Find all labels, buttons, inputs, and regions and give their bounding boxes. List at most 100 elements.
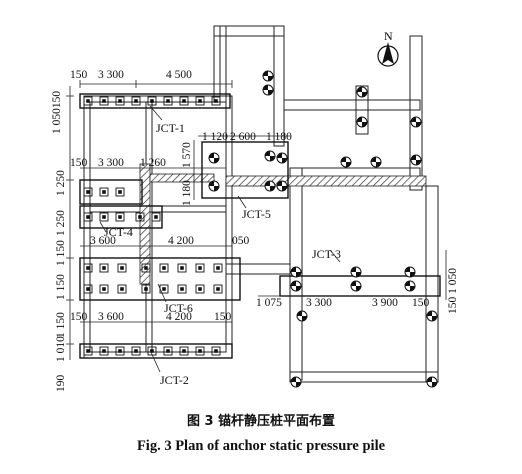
pile-marker	[177, 284, 187, 294]
jct2-label: JCT-2	[160, 373, 189, 387]
dim-text: 150 1 050	[447, 268, 459, 314]
dim-text: 1 150	[55, 274, 67, 300]
pile-core	[180, 287, 184, 291]
pile-marker	[213, 263, 223, 273]
pile-marker	[115, 346, 125, 356]
dim-text: 3 900	[372, 297, 398, 309]
pile-marker	[99, 346, 109, 356]
pile-circle-fill	[209, 153, 219, 163]
pile-core	[102, 215, 106, 219]
jct6-cap	[79, 257, 241, 301]
pile-caps	[79, 93, 441, 359]
dim-text: 150	[70, 157, 88, 169]
pile-marker	[147, 96, 157, 106]
dim-text: 4 200	[168, 235, 194, 247]
pile-markers	[83, 70, 438, 388]
dim-text: 2 600	[230, 131, 256, 143]
pile-core	[102, 287, 106, 291]
pile-marker	[179, 346, 189, 356]
pile-core	[198, 99, 202, 103]
pile-marker	[179, 96, 189, 106]
pile-circle-fill	[357, 117, 367, 127]
pile-marker	[99, 212, 109, 222]
pile-core	[216, 266, 220, 270]
pile-marker	[115, 187, 125, 197]
pile-circle-fill	[411, 117, 421, 127]
pile-circle-fill	[341, 157, 351, 167]
pile-marker	[117, 284, 127, 294]
pile-core	[182, 349, 186, 353]
pile-circle-fill	[357, 87, 367, 97]
dim-text: 150	[214, 311, 232, 323]
pile-marker	[213, 284, 223, 294]
pile-marker	[195, 284, 205, 294]
pile-circle-fill	[291, 377, 301, 387]
pile-marker	[115, 212, 125, 222]
dimension-texts: 150 3 300 4 500 1 050150 1 120 2 600 1 1…	[51, 69, 459, 392]
pile-core	[166, 99, 170, 103]
pile-core	[102, 349, 106, 353]
pile-core	[144, 266, 148, 270]
pile-marker	[117, 263, 127, 273]
pile-marker	[163, 346, 173, 356]
pile-circle-fill	[291, 281, 301, 291]
pile-core	[102, 266, 106, 270]
pile-circle-fill	[427, 311, 437, 321]
pile-marker	[83, 96, 93, 106]
pile-circle-fill	[277, 181, 287, 191]
pile-marker	[141, 284, 151, 294]
pile-marker	[83, 346, 93, 356]
pile-circle-fill	[405, 267, 415, 277]
dim-text: 1 180	[181, 180, 193, 206]
pile-circle-fill	[277, 153, 287, 163]
pile-core	[144, 287, 148, 291]
pile-circle-fill	[411, 155, 421, 165]
pile-marker	[211, 346, 221, 356]
pile-circle-fill	[265, 181, 275, 191]
pile-core	[154, 215, 158, 219]
north-label: N	[384, 29, 393, 43]
pile-marker	[211, 96, 221, 106]
dim-text: 3 600	[98, 311, 124, 323]
dim-text: 1 075	[256, 297, 282, 309]
pile-marker	[131, 96, 141, 106]
pile-circle-fill	[297, 311, 307, 321]
pile-core	[134, 99, 138, 103]
pile-core	[86, 190, 90, 194]
jct1-label: JCT-1	[156, 121, 185, 135]
dim-text: 1 120	[202, 131, 228, 143]
pile-marker	[99, 96, 109, 106]
pile-marker	[135, 212, 145, 222]
dim-text: 050	[232, 235, 250, 247]
pile-marker	[99, 187, 109, 197]
pile-core	[120, 266, 124, 270]
pile-circle-fill	[405, 281, 415, 291]
pile-core	[86, 349, 90, 353]
jct-labels: JCT-1 JCT-4 JCT-5 JCT-6 JCT-2 JCT-3	[104, 121, 341, 387]
pile-marker	[83, 212, 93, 222]
dim-text: 1 260	[140, 157, 166, 169]
pile-core	[150, 99, 154, 103]
leader-lines	[99, 105, 341, 373]
dim-text: 150	[412, 297, 430, 309]
pile-marker	[83, 263, 93, 273]
pile-core	[86, 266, 90, 270]
pile-marker	[115, 96, 125, 106]
dim-text: 4 200	[166, 311, 192, 323]
pile-circle-fill	[263, 85, 273, 95]
pile-core	[118, 99, 122, 103]
dim-text: 150	[70, 69, 88, 81]
pile-core	[118, 190, 122, 194]
pile-core	[86, 215, 90, 219]
pile-marker	[195, 96, 205, 106]
dim-text: 150	[70, 311, 88, 323]
pile-marker	[83, 284, 93, 294]
pile-core	[118, 215, 122, 219]
pile-core	[162, 266, 166, 270]
dim-text: 1 150	[55, 240, 67, 266]
pile-circle-fill	[351, 267, 361, 277]
pile-marker	[131, 346, 141, 356]
pile-core	[134, 349, 138, 353]
dim-text: 4 500	[166, 69, 192, 81]
dim-text: 1 050150	[51, 91, 63, 134]
